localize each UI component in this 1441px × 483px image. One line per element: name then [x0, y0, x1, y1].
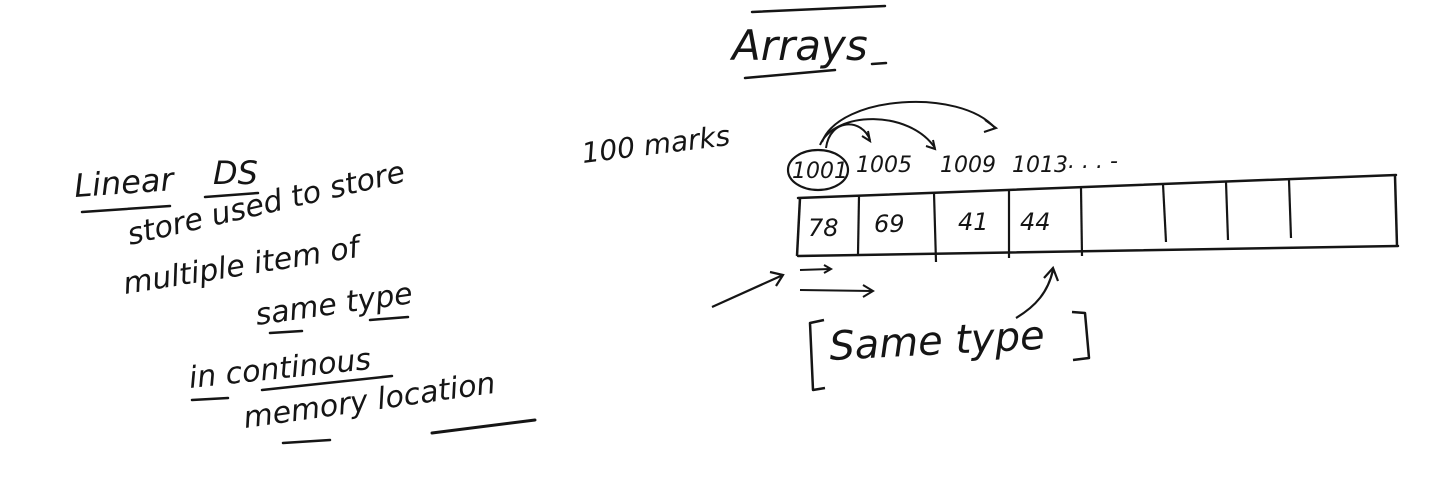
cell-divider: [932, 192, 938, 263]
title-underline-short: [870, 61, 888, 66]
bracket-left: [808, 318, 826, 392]
cell-divider: [1224, 181, 1230, 241]
cell-divider: [1079, 187, 1084, 257]
underline-memory: [281, 438, 332, 445]
small-arrow: [799, 289, 873, 292]
cell-divider: [1161, 183, 1168, 243]
type-arrow: [1015, 269, 1055, 319]
example-text: 100 marks: [580, 119, 732, 170]
arrow-head: [769, 270, 785, 287]
pointer-arrow: [711, 273, 784, 309]
address-label: 1013: [1012, 153, 1068, 178]
arrow-head: [861, 130, 872, 144]
title-overline: [750, 4, 887, 14]
small-arrow: [799, 268, 831, 271]
bracket-right: [1071, 310, 1091, 362]
title-text: Arrays: [729, 21, 868, 70]
cell-value: 44: [1020, 208, 1051, 236]
cell-divider: [1287, 179, 1293, 239]
address-label: . . . -: [1068, 149, 1118, 174]
address-label: 1009: [940, 153, 996, 178]
cell-value: 41: [958, 208, 989, 236]
note-linear: Linear: [73, 160, 177, 205]
underline-same: [268, 329, 304, 335]
arrow-head: [925, 139, 937, 151]
jump-arrow: [825, 123, 871, 149]
underline-in: [190, 396, 230, 402]
array-box-bottom: [796, 244, 1400, 258]
underline-linear: [80, 204, 172, 214]
note-line4: same type: [253, 276, 415, 333]
jump-arrow: [821, 100, 996, 143]
array-box-left: [795, 197, 802, 257]
underline-ds: [203, 191, 260, 199]
note-ds: DS: [213, 154, 258, 192]
cell-value: 69: [874, 210, 905, 238]
cell-value: 78: [808, 214, 839, 242]
cell-divider: [856, 195, 861, 255]
arrow-head: [983, 119, 999, 133]
bracket-label: Same type: [828, 313, 1046, 370]
arrow-head: [862, 284, 875, 298]
jump-arrow: [819, 118, 936, 149]
underline-type: [368, 315, 410, 322]
arrow-head: [1043, 265, 1060, 282]
address-circle: [786, 148, 850, 192]
array-box-right: [1393, 175, 1399, 247]
title-underline: [743, 68, 837, 80]
array-box-top: [796, 173, 1398, 200]
arrow-head: [823, 264, 834, 274]
underline-location: [430, 418, 537, 435]
underline-continous: [260, 374, 394, 392]
address-label: 1005: [856, 153, 912, 178]
address-label: 1001: [792, 159, 848, 184]
